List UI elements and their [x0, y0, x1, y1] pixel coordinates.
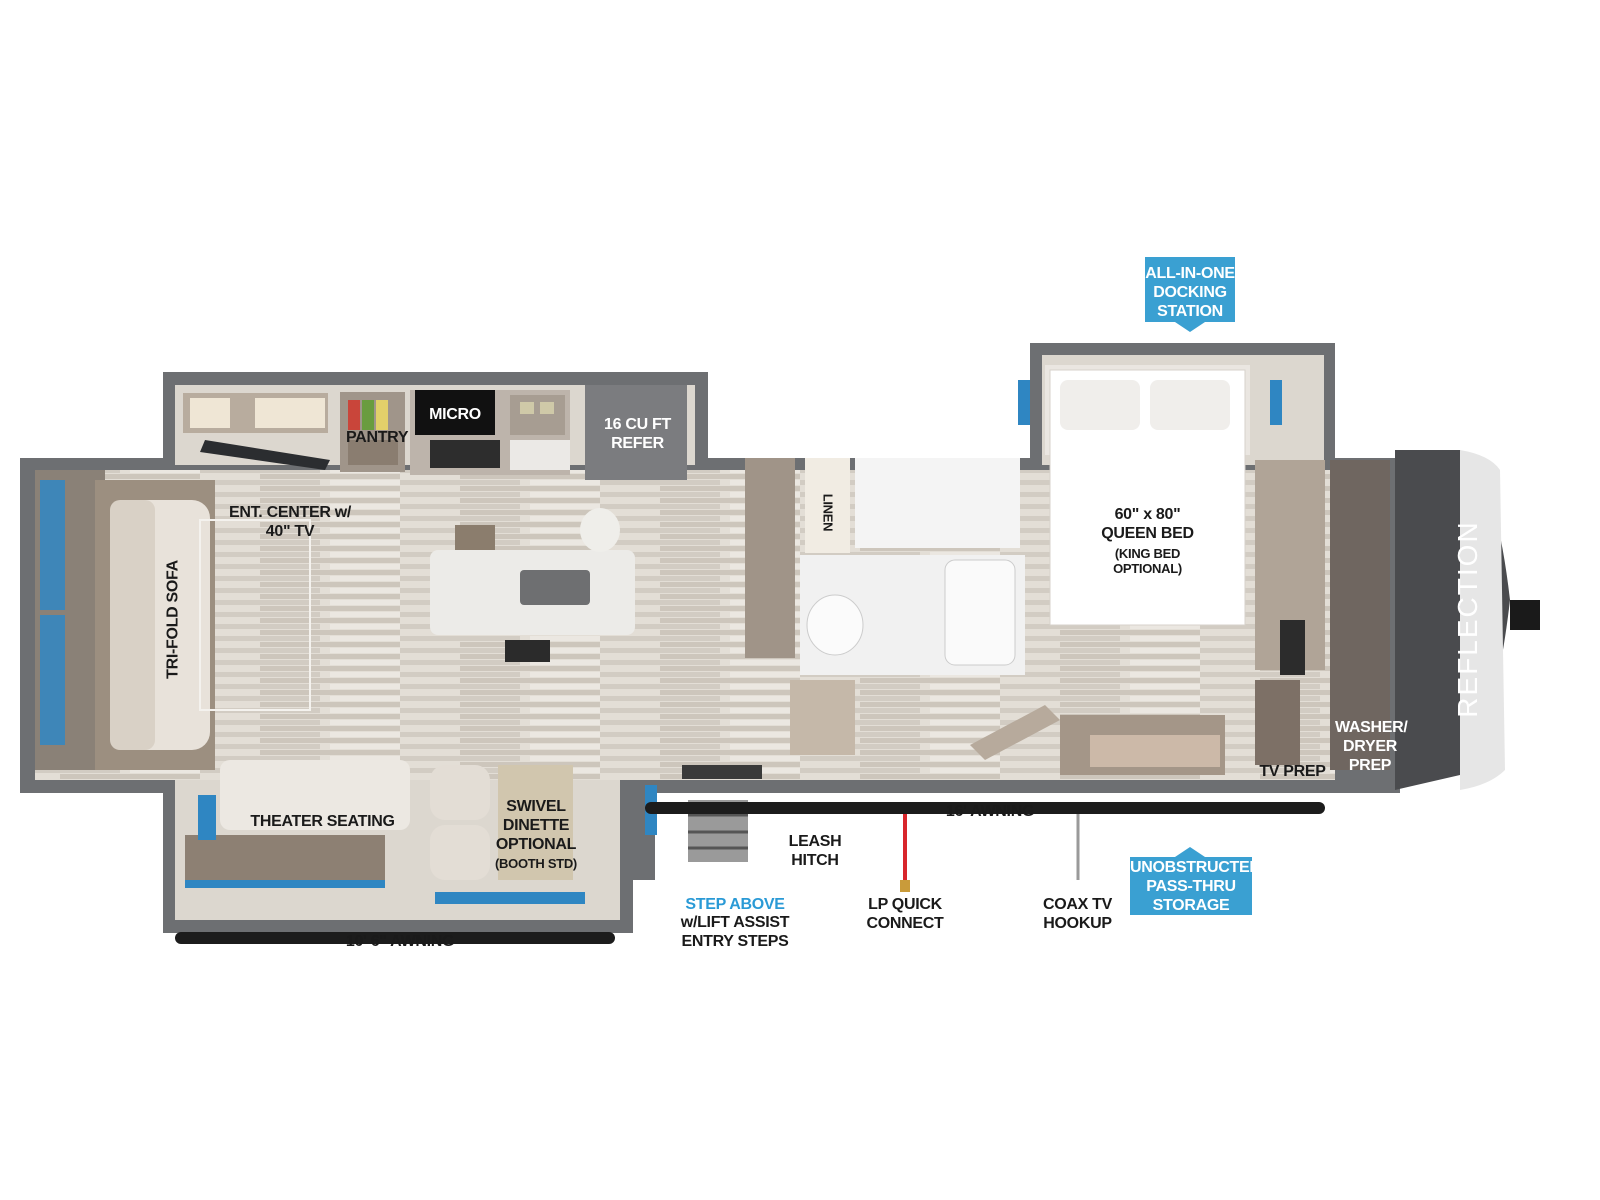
dinette: [430, 765, 657, 904]
bed-size-label: 60" x 80" QUEEN BED: [1090, 505, 1205, 543]
refer-line-2: REFER: [611, 435, 664, 452]
ent-center-label: ENT. CENTER w/ 40" TV: [225, 503, 355, 541]
washer-line-3: PREP: [1348, 757, 1392, 774]
leash-line-2: HITCH: [791, 852, 839, 869]
awning-16-label: 16' AWNING: [945, 803, 1035, 820]
ent-center-line-1: ENT. CENTER w/: [228, 504, 352, 521]
awning-16-bar: [645, 802, 1325, 814]
dinette-label: SWIVEL DINETTE OPTIONAL (BOOTH STD): [495, 797, 577, 873]
bed-opt-line-2: OPTIONAL): [1113, 561, 1182, 576]
step-above-label: STEP ABOVE: [685, 896, 785, 913]
bed-line-1: 60" x 80": [1114, 506, 1181, 523]
refer-label: 16 CU FT REFER: [590, 415, 685, 453]
refer-line-1: 16 CU FT: [604, 416, 671, 433]
bathroom: [745, 458, 1025, 755]
entertainment-center: [183, 393, 330, 470]
kitchen-island: [430, 508, 635, 662]
theater-seating: [185, 760, 410, 888]
micro-label: MICRO: [429, 406, 481, 423]
storage-line-3: STORAGE: [1152, 897, 1230, 914]
lp-connector: [900, 880, 910, 892]
lp-line-1: LP QUICK: [868, 896, 942, 913]
bed-option-label: (KING BED OPTIONAL): [1100, 546, 1195, 576]
bed-line-2: QUEEN BED: [1101, 525, 1194, 542]
docking-line-2: DOCKING: [1153, 284, 1227, 301]
dinette-line-1: SWIVEL: [506, 798, 566, 815]
linen-label: LINEN: [820, 493, 836, 532]
docking-line-3: STATION: [1157, 303, 1223, 320]
pin-box: [1510, 600, 1540, 630]
awning-10-bar: [175, 932, 615, 944]
theater-label: THEATER SEATING: [250, 813, 395, 830]
awning-10-label: 10' 6" AWNING: [345, 933, 455, 950]
side-counter: [970, 680, 1300, 775]
ent-center-line-2: 40" TV: [265, 523, 315, 540]
pantry-cabinet: [340, 392, 405, 472]
pantry-label: PANTRY: [346, 429, 409, 446]
entry-steps-line-1: w/LIFT ASSIST: [680, 914, 790, 931]
storage-line-1: UNOBSTRUCTED: [1130, 859, 1261, 876]
storage-callout-shape: [1130, 847, 1252, 915]
storage-callout: UNOBSTRUCTED PASS-THRU STORAGE: [1130, 858, 1261, 915]
front-closet: [1255, 460, 1390, 770]
docking-line-1: ALL-IN-ONE: [1145, 265, 1235, 282]
lp-connect-label: LP QUICK CONNECT: [860, 895, 950, 933]
brand-logo: REFLECTION: [1452, 520, 1483, 718]
coax-line-2: HOOKUP: [1043, 915, 1112, 932]
coax-label: COAX TV HOOKUP: [1035, 895, 1120, 933]
washer-label: WASHER/ DRYER PREP: [1335, 718, 1408, 775]
washer-line-1: WASHER/: [1335, 719, 1408, 736]
docking-callout: ALL-IN-ONE DOCKING STATION: [1145, 264, 1235, 321]
dinette-line-3: OPTIONAL: [495, 836, 577, 853]
storage-line-2: PASS-THRU: [1146, 878, 1236, 895]
kitchen-counter: [410, 390, 570, 475]
bed: [1018, 365, 1282, 626]
docking-callout-shape: [1145, 257, 1235, 332]
dinette-line-2: DINETTE: [502, 817, 570, 834]
lp-line-2: CONNECT: [866, 915, 944, 932]
leash-line-1: LEASH: [788, 833, 842, 850]
front-cap-edge: [1460, 450, 1505, 790]
tv-prep-label: TV PREP: [1259, 763, 1326, 780]
bed-opt-line-1: (KING BED: [1114, 546, 1181, 561]
sofa-label: TRI-FOLD SOFA: [164, 560, 182, 679]
washer-line-2: DRYER: [1343, 738, 1397, 755]
entry-steps-label: w/LIFT ASSIST ENTRY STEPS: [675, 913, 795, 951]
sofa-area: [35, 470, 311, 770]
dinette-line-4: (BOOTH STD): [495, 856, 577, 871]
refrigerator: [585, 385, 687, 480]
entry-steps-line-2: ENTRY STEPS: [681, 933, 789, 950]
leash-hitch-label: LEASH HITCH: [785, 832, 845, 870]
coax-line-1: COAX TV: [1042, 896, 1113, 913]
